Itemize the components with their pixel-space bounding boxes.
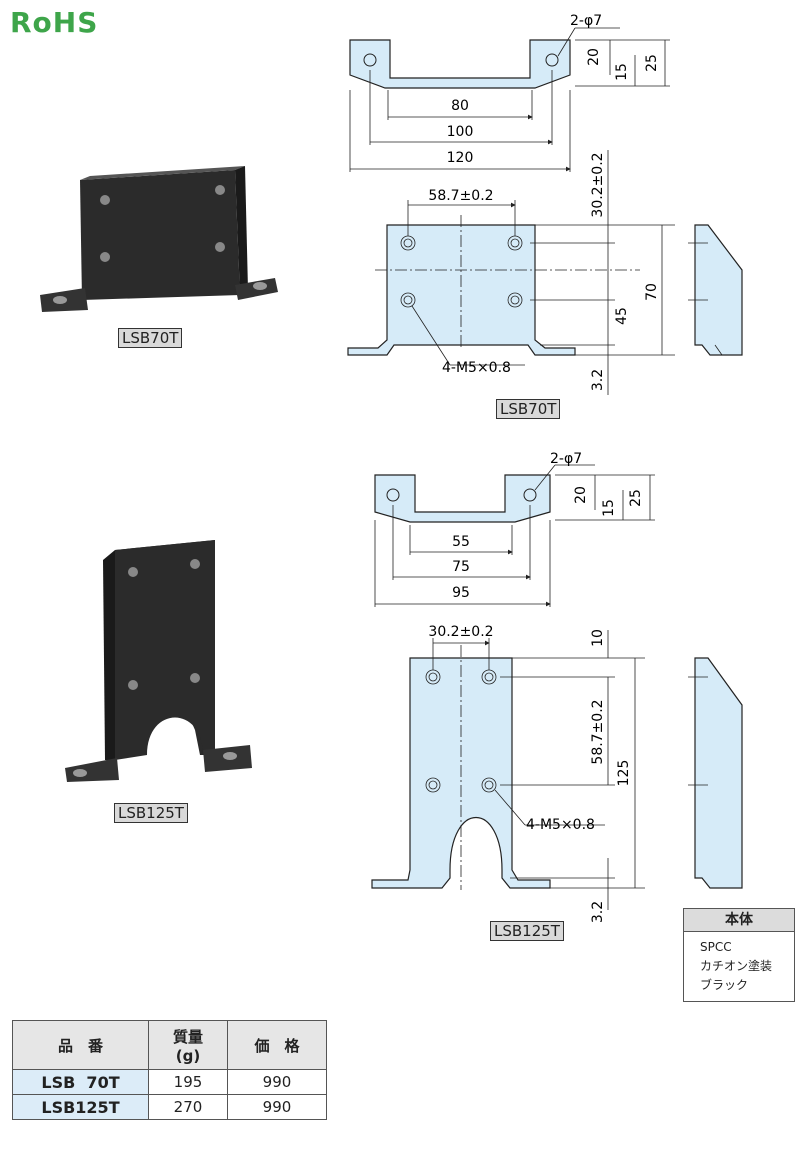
lsb70t-photo: [40, 166, 278, 312]
material-box: 本体 SPCC カチオン塗装 ブラック: [683, 908, 795, 1002]
dim-70: 70: [644, 283, 660, 301]
dim-125: 125: [616, 760, 632, 787]
dim-3-2-125: 3.2: [590, 901, 606, 923]
material-line: カチオン塗装: [700, 959, 773, 973]
dim-75: 75: [452, 559, 470, 575]
material-line: ブラック: [700, 978, 749, 992]
photo-label-lsb70t: LSB70T: [118, 328, 183, 348]
dim-100: 100: [447, 124, 474, 140]
dim-95: 95: [452, 585, 470, 601]
material-header: 本体: [684, 909, 794, 932]
tap-callout: 4-M5×0.8: [442, 360, 511, 376]
header-part: 品 番: [12, 1020, 149, 1070]
dim-80: 80: [451, 98, 469, 114]
lsb70t-drawing: 80 100 120 2-φ7 20 15 25 58.7±0.2 30.2±0…: [347, 13, 743, 395]
row-price: 990: [227, 1094, 327, 1120]
dim-45: 45: [614, 307, 630, 325]
dim-pitch-h: 58.7±0.2: [428, 188, 493, 204]
header-mass-unit: (g): [175, 1046, 201, 1065]
rohs-logo: RoHS: [10, 6, 99, 39]
dim-15: 15: [614, 63, 630, 81]
table-row: LSB 70T 195 990: [12, 1069, 327, 1095]
dim-120: 120: [447, 150, 474, 166]
dim-20-125: 20: [573, 486, 589, 504]
material-line: SPCC: [700, 940, 732, 954]
drawing-label-lsb125t: LSB125T: [490, 921, 564, 941]
tap-callout-125: 4-M5×0.8: [526, 817, 595, 833]
hole-callout: 2-φ7: [570, 13, 602, 29]
dim-25-125: 25: [628, 489, 644, 507]
row-part: LSB 70T: [12, 1069, 149, 1095]
dim-pitch-v-125: 58.7±0.2: [590, 699, 606, 764]
dim-20: 20: [586, 48, 602, 66]
dim-pitch-v: 30.2±0.2: [590, 152, 606, 217]
row-part: LSB125T: [12, 1094, 149, 1120]
hole-callout-125: 2-φ7: [550, 451, 582, 467]
dim-10: 10: [590, 629, 606, 647]
drawing-label-lsb70t: LSB70T: [496, 399, 561, 419]
photo-label-lsb125t: LSB125T: [114, 803, 188, 823]
spec-table: 品 番 質量 (g) 価 格 LSB 70T 195 990 LSB125T 2…: [12, 1020, 327, 1120]
lsb125t-photo: [65, 540, 252, 782]
row-price: 990: [227, 1069, 327, 1095]
header-mass-label: 質量: [172, 1027, 203, 1046]
dim-25: 25: [644, 54, 660, 72]
row-mass: 195: [148, 1069, 228, 1095]
dim-pitch-h-125: 30.2±0.2: [428, 624, 493, 640]
dim-3-2: 3.2: [590, 369, 606, 391]
dim-15-125: 15: [601, 499, 617, 517]
row-mass: 270: [148, 1094, 228, 1120]
lsb125t-drawing: 55 75 95 2-φ7 20 15 25 30.2±0.2 10 58.7±…: [371, 451, 743, 923]
header-mass: 質量 (g): [148, 1020, 228, 1070]
table-row: LSB125T 270 990: [12, 1094, 327, 1120]
header-price: 価 格: [227, 1020, 327, 1070]
dim-55: 55: [452, 534, 470, 550]
